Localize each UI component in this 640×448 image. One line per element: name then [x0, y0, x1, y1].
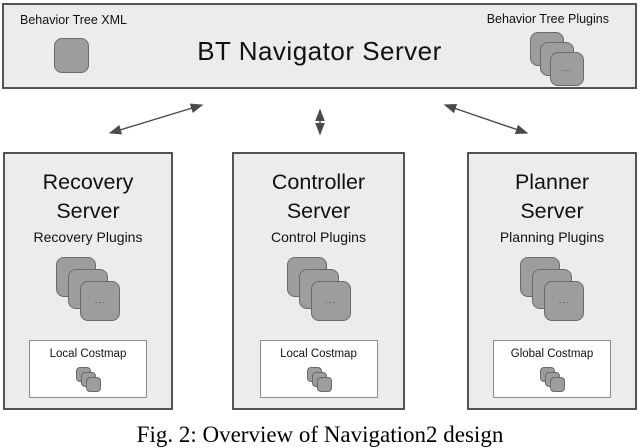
stack-square-front-icon: ... — [550, 52, 584, 86]
server-title-line1: Planner — [514, 170, 590, 194]
ellipsis-label: ... — [558, 294, 570, 305]
server-title-line1: Controller — [271, 170, 366, 194]
costmap-stack-icon — [76, 367, 101, 392]
stack-square-front-icon: ... — [544, 281, 584, 321]
planning-plugins-stack-icon: ... — [520, 257, 584, 321]
behavior-tree-plugins-label: Behavior Tree Plugins — [486, 12, 609, 26]
behavior-tree-xml-icon — [54, 38, 89, 73]
costmap-stack-icon — [540, 367, 565, 392]
ellipsis-label: ... — [94, 294, 106, 305]
arrow-planner-link — [443, 103, 529, 135]
server-title-line2: Server — [56, 199, 120, 223]
costmap-label: Global Costmap — [510, 348, 594, 360]
stack-square-front-icon — [316, 377, 332, 392]
server-subtitle: Recovery Plugins — [33, 229, 143, 245]
server-subtitle: Planning Plugins — [499, 229, 605, 245]
server-title-line1: Recovery — [42, 170, 134, 194]
costmap-label: Local Costmap — [49, 348, 127, 360]
costmap-label: Local Costmap — [280, 348, 357, 360]
arrow-recovery-link — [108, 103, 204, 135]
local-costmap-box: Local Costmap — [259, 340, 378, 398]
global-costmap-box: Global Costmap — [493, 340, 611, 398]
local-costmap-box: Local Costmap — [29, 340, 147, 398]
bt-navigator-server-panel: Behavior Tree XML BT Navigator Server Be… — [2, 3, 637, 89]
recovery-plugins-stack-icon: ... — [56, 257, 120, 321]
behavior-tree-xml-label: Behavior Tree XML — [20, 13, 127, 27]
server-title-line2: Server — [520, 199, 584, 223]
behavior-tree-plugins-stack-icon: ... — [530, 32, 584, 86]
stack-square-front-icon — [86, 377, 101, 392]
control-plugins-stack-icon: ... — [286, 257, 351, 321]
ellipsis-label: ... — [561, 62, 573, 73]
stack-square-front-icon: ... — [80, 281, 120, 321]
costmap-stack-icon — [306, 367, 332, 392]
figure-caption: Fig. 2: Overview of Navigation2 design — [136, 422, 504, 447]
bt-navigator-server-title: BT Navigator Server — [197, 36, 442, 66]
server-subtitle: Control Plugins — [271, 229, 366, 245]
server-title-line2: Server — [286, 199, 351, 223]
stack-square-front-icon: ... — [310, 281, 351, 321]
ellipsis-label: ... — [325, 294, 336, 305]
stack-square-front-icon — [550, 377, 565, 392]
